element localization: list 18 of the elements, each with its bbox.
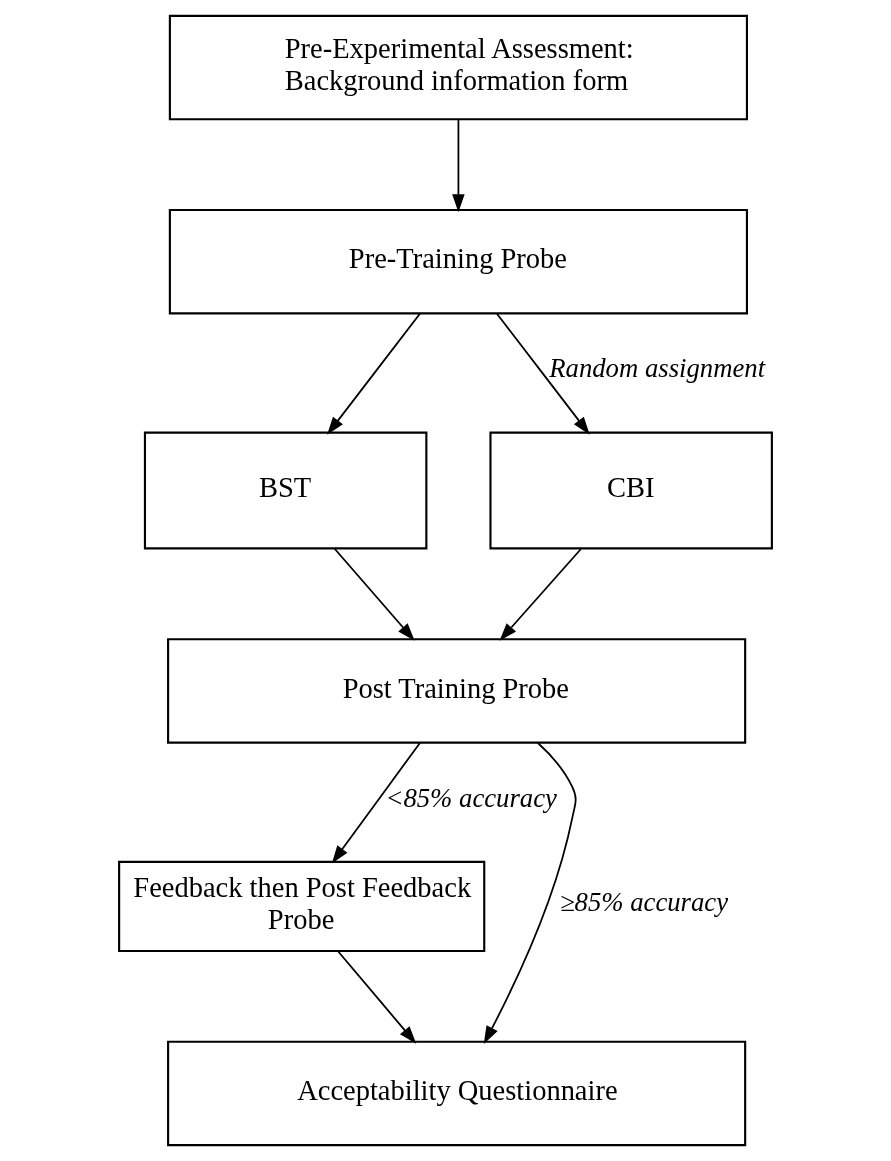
node-box: Acceptability Questionnaire bbox=[167, 1040, 747, 1147]
arrow bbox=[452, 118, 465, 213]
node-box: Feedback then Post Feedback Probe bbox=[118, 860, 486, 953]
node-box: Post Training Probe bbox=[167, 638, 747, 744]
arrow bbox=[499, 547, 583, 641]
edge-label: <85% accuracy bbox=[385, 782, 557, 813]
arrow bbox=[333, 547, 415, 641]
edge-label: Random assignment bbox=[549, 353, 766, 384]
arrow bbox=[327, 312, 421, 435]
node-box: BST bbox=[143, 431, 428, 550]
edge-label: ≥85% accuracy bbox=[559, 886, 729, 917]
arrow bbox=[495, 312, 590, 435]
arrow bbox=[331, 742, 421, 864]
node-box: Pre-Experimental Assessment: Background information form bbox=[168, 14, 748, 121]
arrow bbox=[483, 741, 577, 1044]
arrow bbox=[337, 950, 417, 1044]
node-box: CBI bbox=[489, 431, 773, 550]
node-box: Pre-Training Probe bbox=[168, 208, 748, 315]
